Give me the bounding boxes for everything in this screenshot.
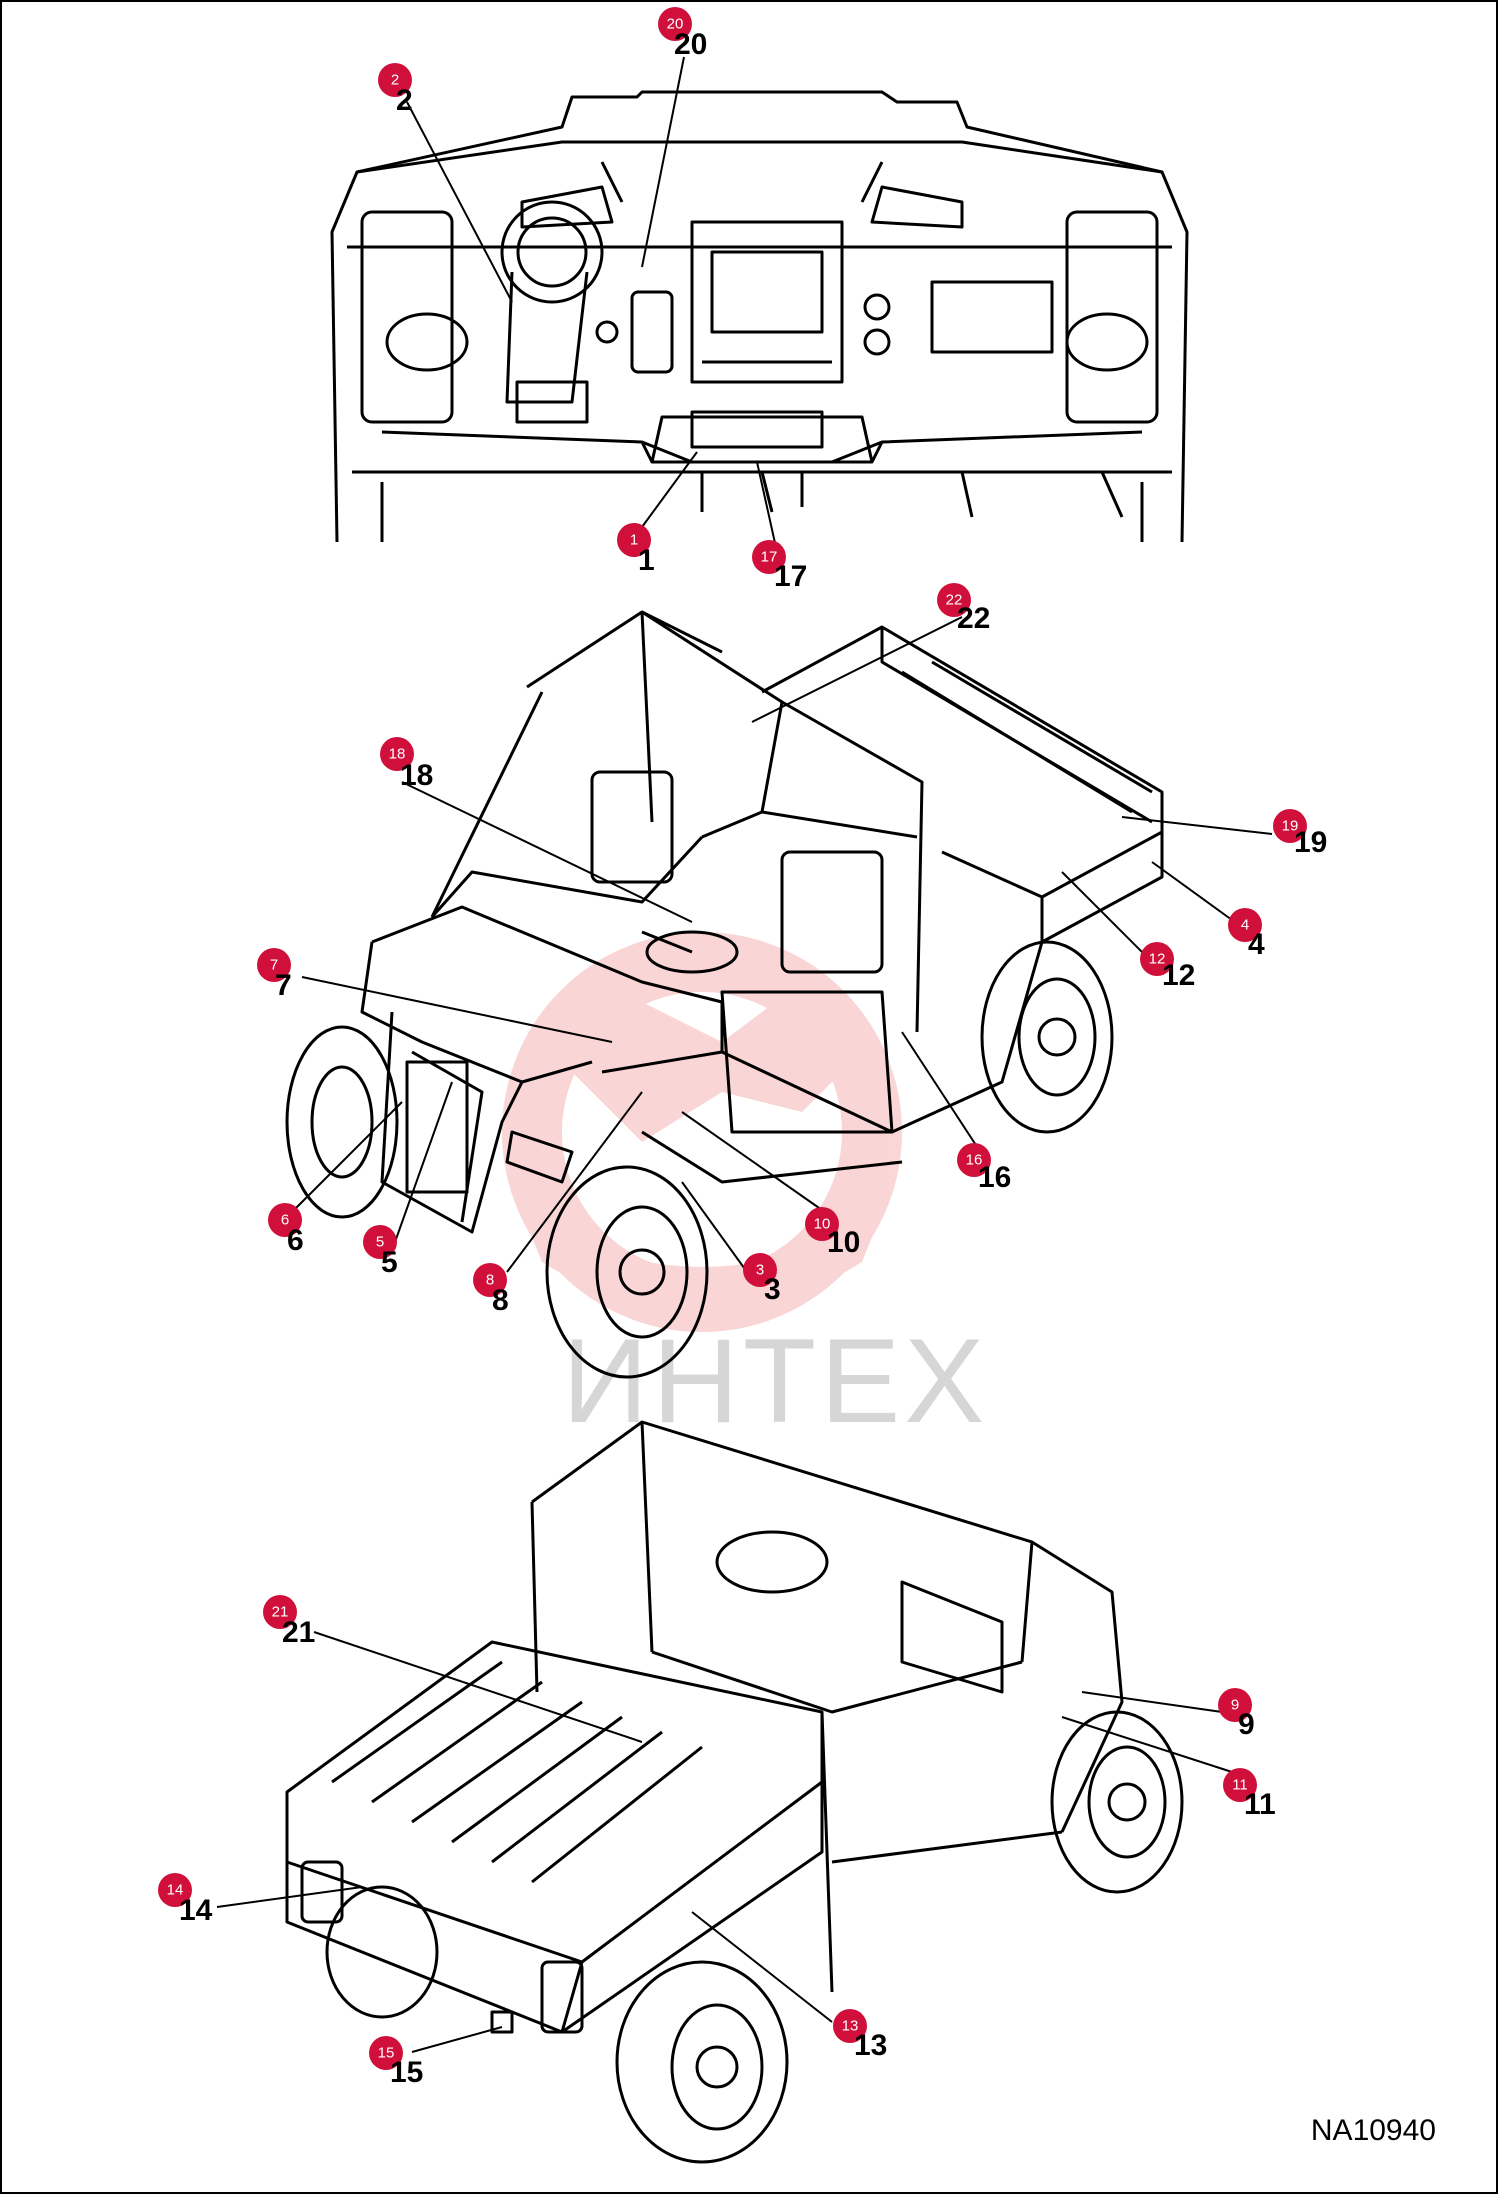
callouts: 20 20 2 2 1 1 17 17 22 22 18 [158,7,1327,2089]
svg-text:18: 18 [389,746,406,763]
callout-5: 5 5 [363,1225,398,1279]
svg-text:7: 7 [270,957,278,974]
svg-text:11: 11 [1232,1777,1248,1794]
svg-text:22: 22 [957,602,990,635]
svg-text:13: 13 [842,2018,859,2035]
svg-text:1: 1 [638,544,655,577]
svg-text:17: 17 [774,560,807,593]
callout-2: 2 2 [378,63,413,117]
leader-lines [216,56,1273,2053]
svg-text:16: 16 [978,1161,1011,1194]
callout-8: 8 8 [473,1263,509,1317]
svg-text:22: 22 [946,592,963,609]
svg-text:19: 19 [1294,826,1327,859]
svg-text:16: 16 [966,1152,983,1169]
callout-6: 6 6 [268,1203,304,1257]
callout-1: 1 1 [617,523,655,577]
svg-text:21: 21 [272,1604,289,1621]
svg-text:10: 10 [814,1216,831,1233]
svg-text:1: 1 [630,532,638,549]
svg-text:10: 10 [827,1226,860,1259]
svg-text:20: 20 [674,28,707,61]
callout-10: 10 10 [805,1207,860,1259]
callout-13: 13 13 [833,2009,887,2062]
dashboard-illustration [330,90,1189,543]
svg-text:12: 12 [1149,951,1166,968]
callout-12: 12 12 [1140,942,1195,992]
svg-text:11: 11 [1244,1788,1276,1821]
callout-17: 17 17 [752,540,807,593]
callout-3: 3 3 [743,1253,781,1306]
svg-text:21: 21 [282,1616,315,1649]
svg-text:9: 9 [1238,1708,1255,1741]
svg-text:14: 14 [167,1882,184,1899]
svg-text:13: 13 [854,2029,887,2062]
svg-text:2: 2 [396,84,413,117]
vehicle-rear-illustration [285,1420,1184,2164]
callout-14: 14 14 [158,1873,213,1927]
svg-text:6: 6 [287,1224,304,1257]
svg-text:8: 8 [492,1284,509,1317]
svg-text:14: 14 [179,1894,213,1927]
callout-22: 22 22 [937,583,990,635]
drawing-number: NA10940 [1310,2114,1436,2147]
svg-text:7: 7 [275,969,292,1002]
callout-16: 16 16 [957,1143,1011,1194]
svg-text:8: 8 [486,1272,494,1289]
callout-21: 21 21 [263,1595,315,1649]
svg-text:18: 18 [400,759,433,792]
svg-text:3: 3 [756,1262,764,1279]
svg-text:15: 15 [390,2056,423,2089]
svg-text:3: 3 [764,1273,781,1306]
svg-text:6: 6 [281,1212,289,1229]
svg-text:4: 4 [1241,917,1249,934]
svg-text:9: 9 [1231,1697,1239,1714]
svg-text:20: 20 [667,16,684,33]
svg-text:12: 12 [1162,959,1195,992]
callout-19: 19 19 [1273,809,1327,859]
svg-text:15: 15 [378,2045,395,2062]
callout-15: 15 15 [369,2036,423,2089]
callout-20: 20 20 [658,7,707,61]
watermark-logo [502,932,902,1332]
svg-text:5: 5 [376,1234,384,1251]
callout-4: 4 4 [1228,908,1265,961]
callout-7: 7 7 [257,948,292,1002]
svg-text:17: 17 [761,549,778,566]
callout-9: 9 9 [1218,1688,1255,1741]
vehicle-front-illustration [285,610,1164,1379]
svg-text:4: 4 [1248,928,1265,961]
callout-11: 11 11 [1223,1768,1276,1821]
callout-18: 18 18 [380,737,433,792]
svg-text:19: 19 [1282,818,1299,835]
svg-text:2: 2 [391,72,399,89]
svg-text:5: 5 [381,1246,398,1279]
